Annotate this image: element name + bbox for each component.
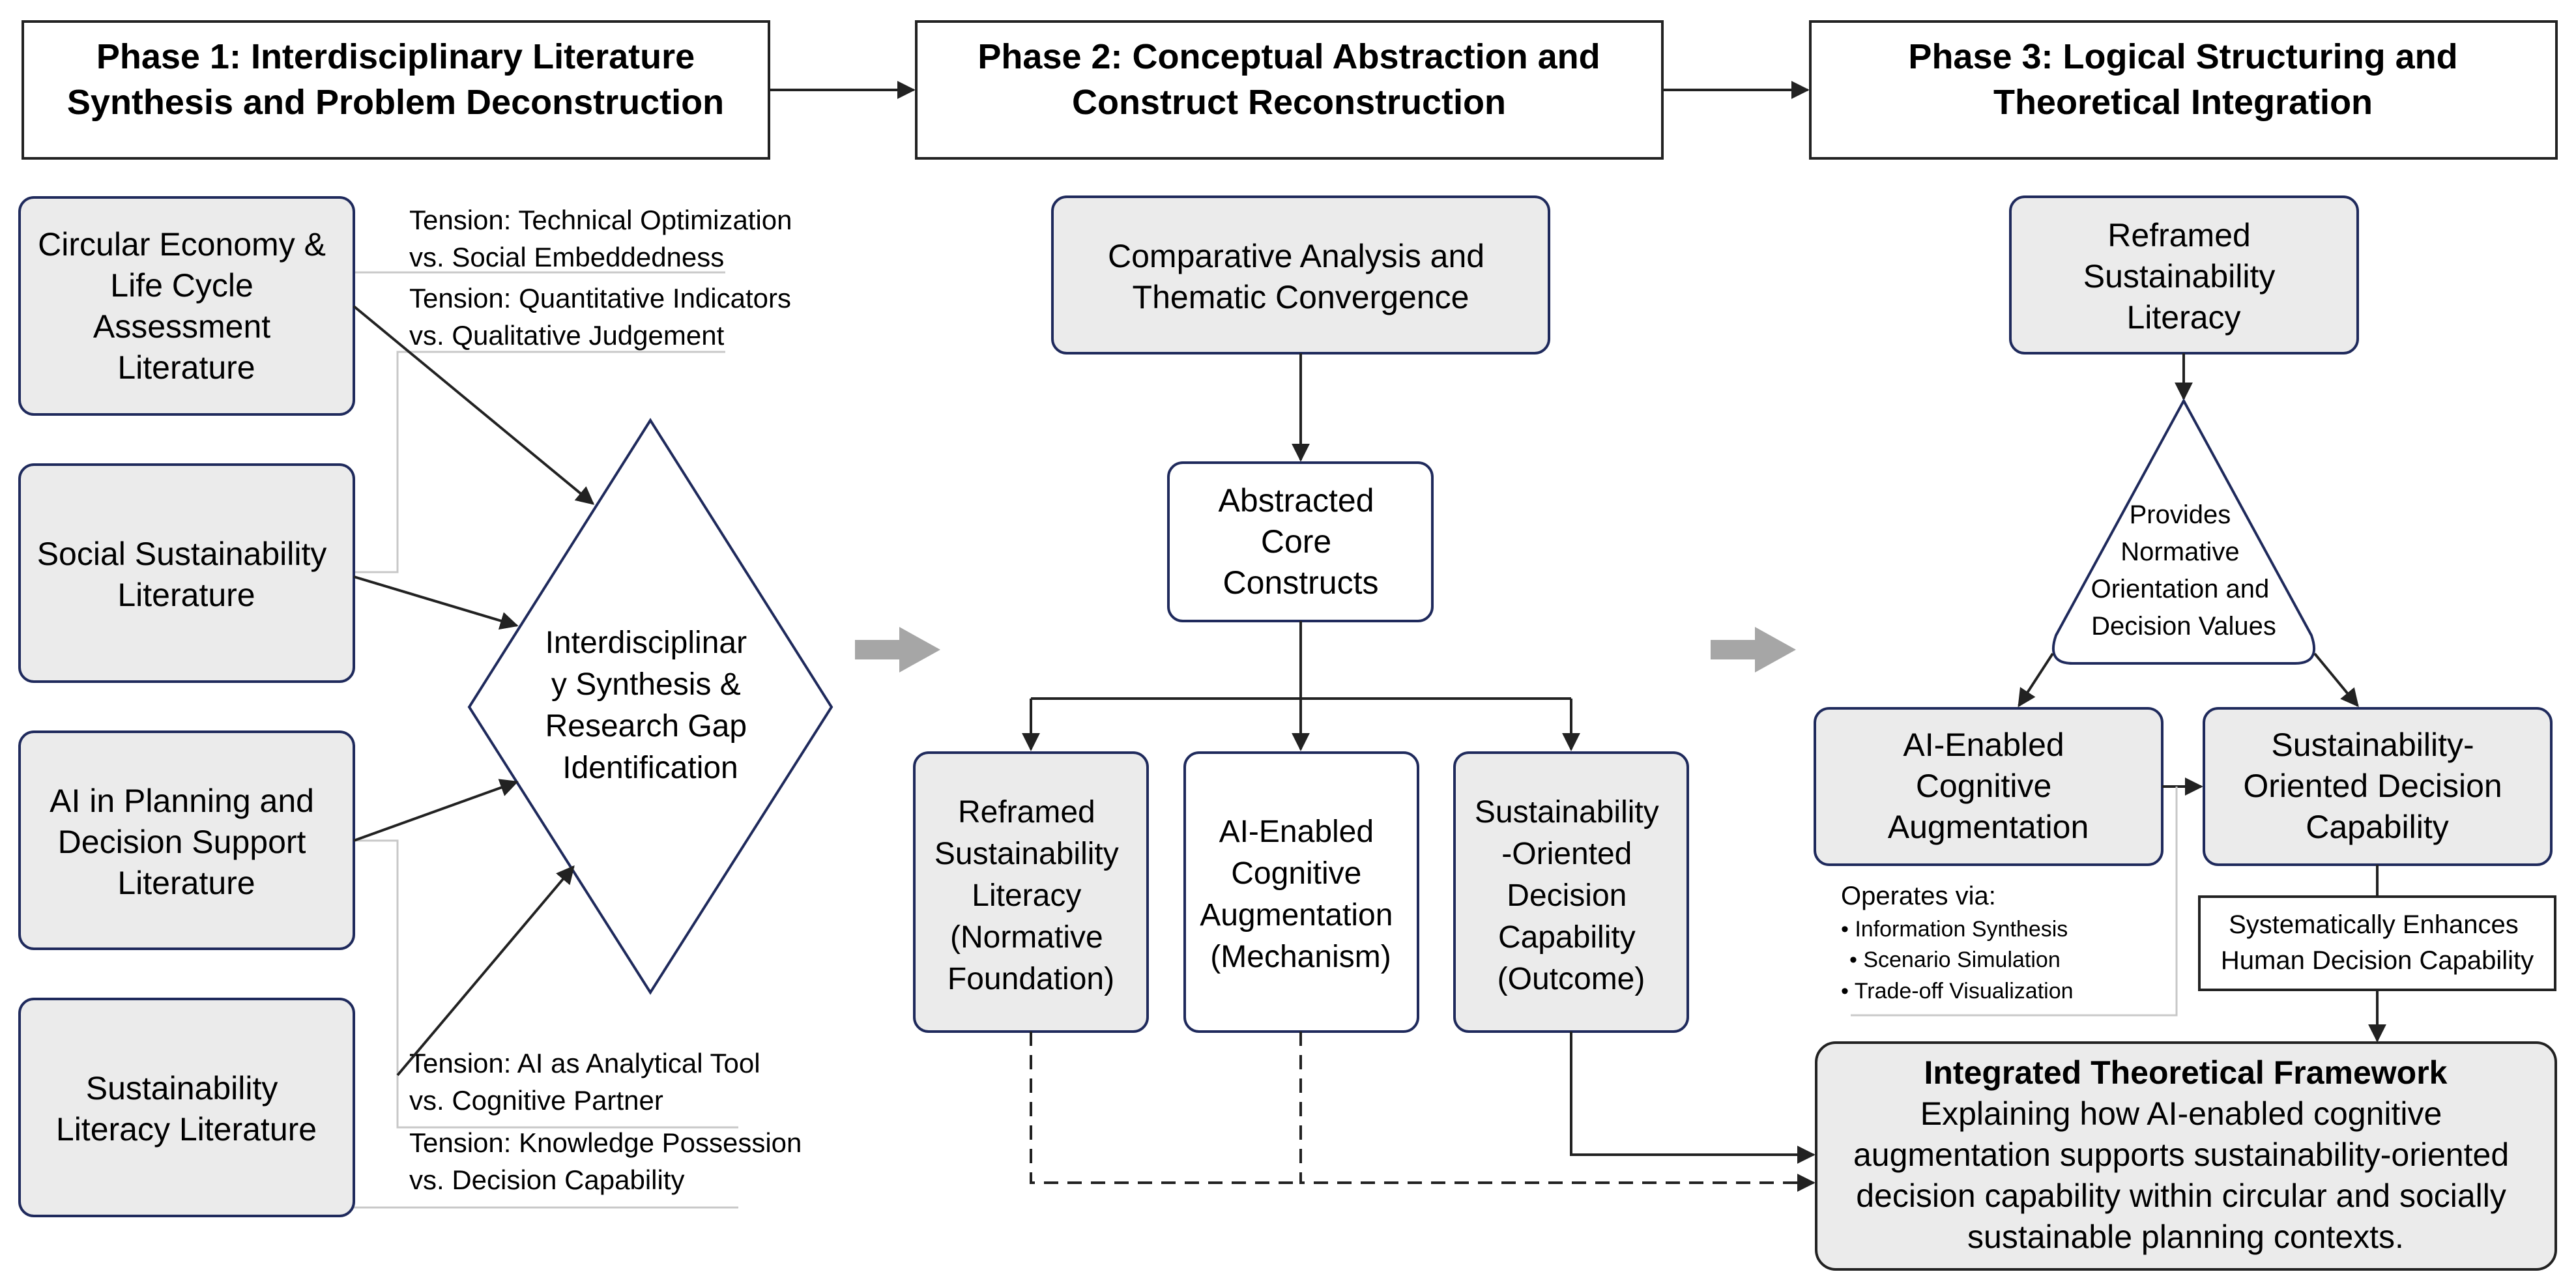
comparative-analysis-box: Comparative Analysis and Thematic Conver… <box>1051 195 1550 354</box>
svg-text:AI-Enabled Cognitive: AI-Enabled Cognitive Augmentation (Mecha… <box>1200 815 1402 974</box>
tension-label-tool-vs-partner: Tension: AI as Analytical Tool vs. Cogni… <box>409 1048 760 1116</box>
svg-text:Sustainability- Oriented: Sustainability- Oriented Decision Capabi… <box>2243 727 2511 845</box>
capability-to-framework-connector <box>1570 1032 1816 1164</box>
phase3-decision-capability-box: Sustainability- Oriented Decision Capabi… <box>2203 707 2553 866</box>
phase-2-title-line-1: Phase 2: Conceptual Abstraction and <box>977 37 1600 76</box>
svg-text:vs. Social Embeddedness: vs. Social Embeddedness <box>409 242 724 272</box>
phase3-reframed-literacy-box: Reframed Sustainability Literacy <box>2009 195 2359 354</box>
svg-text:Comparative Analysis and: Comparative Analysis and Thematic Conver… <box>1108 238 1494 315</box>
phase-3-header: Phase 3: Logical Structuring and Theoret… <box>1809 20 2558 160</box>
normative-orientation-triangle: Provides Normative Orientation and Decis… <box>2052 398 2315 665</box>
svg-text:Phase 3: Logical Structuring a: Phase 3: Logical Structuring and <box>1908 37 2457 76</box>
source-box-circular-economy: Circular Economy & Life Cycle Assessment… <box>18 196 355 416</box>
svg-text:Construct Reconstruction: Construct Reconstruction <box>1072 83 1506 122</box>
phase-2-header: Phase 2: Conceptual Abstraction and Cons… <box>915 20 1664 160</box>
svg-text:vs. Decision Capability: vs. Decision Capability <box>409 1164 685 1195</box>
svg-text:Circular Economy & Life: Circular Economy & Life Cycle Assessment… <box>38 226 335 386</box>
svg-text:Tension: Technical Optimizatio: Tension: Technical Optimization <box>409 205 792 235</box>
operates-via-note: Operates via: • Information Synthesis • … <box>1841 882 2074 1004</box>
svg-text:Tension: AI as Analytical Tool: Tension: AI as Analytical Tool <box>409 1048 760 1078</box>
tension-label-knowledge-vs-capability: Tension: Knowledge Possession vs. Decisi… <box>409 1127 802 1195</box>
svg-text:Systematically Enhances: Systematically Enhances Human Decision C… <box>2221 910 2534 975</box>
orientation-branch-arrows <box>2018 652 2359 708</box>
svg-text:Tension: Quantitative Indicato: Tension: Quantitative Indicators <box>409 283 791 313</box>
framework-title: Integrated Theoretical Framework <box>1924 1054 2447 1091</box>
integrated-framework-box: Integrated Theoretical Framework Explain… <box>1815 1041 2557 1271</box>
svg-text:Theoretical Integration: Theoretical Integration <box>1993 83 2373 122</box>
source-box-social-sustainability: Social Sustainability Literature <box>18 463 355 683</box>
phase3-ai-augmentation-box: AI-Enabled Cognitive Augmentation <box>1814 707 2164 866</box>
phase-1-title-line-2: Synthesis and Problem Deconstruction <box>67 83 724 122</box>
svg-text:• Trade-off Visualization: • Trade-off Visualization <box>1841 979 2074 1004</box>
svg-text:vs. Cognitive Partner: vs. Cognitive Partner <box>409 1085 663 1116</box>
phase-1-title-line-1: Phase 1: Interdisciplinary Literature <box>96 37 695 76</box>
svg-text:Explaining how AI-enabled cogn: Explaining how AI-enabled cognitive augm… <box>1853 1095 2518 1255</box>
svg-text:Abstracted Core Co: Abstracted Core Constructs <box>1219 482 1383 601</box>
source-to-synthesis-arrows <box>353 305 595 1077</box>
svg-text:Interdisciplinar y Synth: Interdisciplinar y Synthesis & Research … <box>545 626 756 785</box>
svg-text:Social Sustainability Li: Social Sustainability Literature <box>37 536 336 613</box>
svg-text:Phase 1: Interdisciplinary Lit: Phase 1: Interdisciplinary Literature <box>96 37 695 76</box>
svg-text:Sustainability -Oriented: Sustainability -Oriented Decision Capabi… <box>1475 795 1668 996</box>
construct-box-ai-augmentation: AI-Enabled Cognitive Augmentation (Mecha… <box>1183 751 1419 1033</box>
svg-text:AI in Planning and Decis: AI in Planning and Decision Support Lite… <box>50 783 323 901</box>
svg-text:Tension: Knowledge Possession: Tension: Knowledge Possession <box>409 1127 802 1158</box>
source-box-sustainability-literacy: Sustainability Literacy Literature <box>18 998 355 1217</box>
svg-text:Provides Normative: Provides Normative Orientation and Decis… <box>2091 500 2277 641</box>
construct-box-reframed-literacy: Reframed Sustainability Literacy (Normat… <box>913 751 1149 1033</box>
svg-text:vs. Qualitative Judgement: vs. Qualitative Judgement <box>409 320 725 351</box>
svg-text:Sustainability Literacy: Sustainability Literacy Literature <box>56 1070 317 1148</box>
svg-text:• Scenario Simulation: • Scenario Simulation <box>1849 947 2061 972</box>
abstracted-core-constructs-box: Abstracted Core Constructs <box>1167 461 1434 622</box>
svg-text:Synthesis and Problem Deconstr: Synthesis and Problem Deconstruction <box>67 83 724 122</box>
svg-text:AI-Enabled Cognitive: AI-Enabled Cognitive Augmentation <box>1888 727 2089 845</box>
svg-text:Reframed Sustainability: Reframed Sustainability Literacy <box>2083 217 2285 336</box>
tension-label-technical-vs-social: Tension: Technical Optimization vs. Soci… <box>409 205 792 272</box>
phase-2-transition-arrow <box>1711 627 1796 672</box>
svg-text:Reframed Sustainability: Reframed Sustainability Literacy (Normat… <box>934 795 1127 996</box>
tension-guide-lines <box>354 271 738 1209</box>
phase-2-title-line-2: Construct Reconstruction <box>1072 83 1506 122</box>
operates-guide-line <box>1851 787 2178 1017</box>
phase-1-header: Phase 1: Interdisciplinary Literature Sy… <box>22 20 770 160</box>
construct-box-decision-capability: Sustainability -Oriented Decision Capabi… <box>1453 751 1689 1033</box>
svg-text:Phase 2: Conceptual Abstractio: Phase 2: Conceptual Abstraction and <box>977 37 1600 76</box>
source-box-ai-planning: AI in Planning and Decision Support Lite… <box>18 730 355 950</box>
phase-3-title-line-1: Phase 3: Logical Structuring and <box>1908 37 2457 76</box>
core-branch-lines <box>1022 621 1580 751</box>
svg-text:• Information Synthesis: • Information Synthesis <box>1841 917 2068 942</box>
svg-text:Operates via:: Operates via: <box>1841 882 1996 910</box>
phase-1-transition-arrow <box>855 627 940 672</box>
tension-label-quantitative-vs-qualitative: Tension: Quantitative Indicators vs. Qua… <box>409 283 791 351</box>
phase-3-title-line-2: Theoretical Integration <box>1993 83 2373 122</box>
synthesis-diamond: Interdisciplinar y Synthesis & Research … <box>467 418 833 995</box>
dashed-connectors <box>1030 1032 1816 1192</box>
enhances-capability-box: Systematically Enhances Human Decision C… <box>2198 895 2556 991</box>
